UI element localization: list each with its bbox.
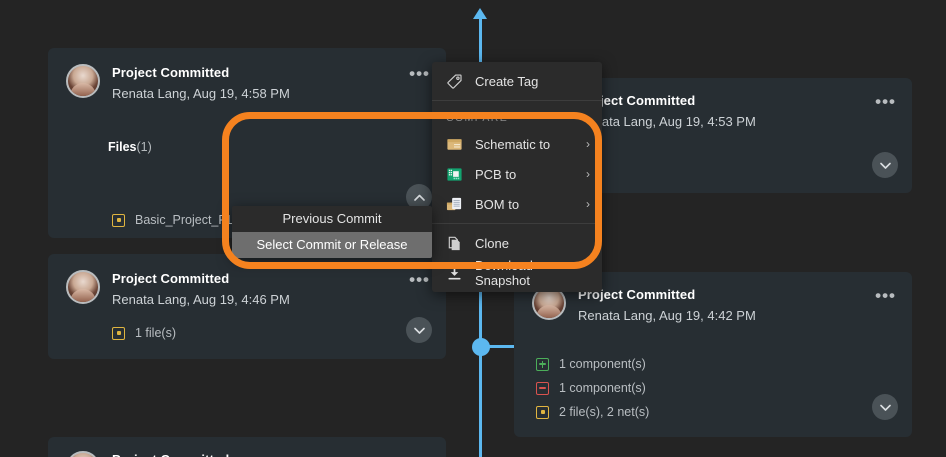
menu-item-create-tag[interactable]: Create Tag — [432, 66, 602, 96]
expand-button-442[interactable] — [872, 394, 898, 420]
download-icon — [448, 266, 461, 280]
menu-item-download-snapshot[interactable]: Download Snapshot — [432, 258, 602, 288]
summary-removed-text: 1 component(s) — [559, 381, 646, 395]
commit-card-header: Project Committed — [66, 451, 229, 457]
compare-target-submenu[interactable]: Previous Commit Select Commit or Release — [232, 206, 432, 258]
component-added-icon — [536, 357, 549, 371]
file-doc-icon — [112, 326, 125, 340]
files-count: (1) — [136, 140, 152, 154]
summary-removed-row: 1 component(s) — [536, 381, 646, 395]
chevron-down-icon — [879, 404, 891, 411]
commit-title: Project Committed — [112, 65, 230, 80]
submenu-item-select-commit-or-release[interactable]: Select Commit or Release — [232, 232, 432, 258]
commit-title: Project Committed — [578, 93, 696, 108]
timeline-node-dot[interactable] — [472, 338, 490, 356]
clone-icon — [448, 236, 460, 250]
commit-card-442[interactable]: Project Committed Renata Lang, Aug 19, 4… — [514, 272, 912, 437]
more-options-icon[interactable]: ••• — [875, 286, 896, 305]
timeline-arrow-icon — [473, 8, 487, 19]
menu-label: PCB to — [475, 166, 517, 182]
menu-label: Download Snapshot — [475, 258, 533, 288]
commit-subtitle: Renata Lang, Aug 19, 4:46 PM — [112, 292, 290, 307]
menu-label: Clone — [475, 235, 509, 251]
collapse-button-458[interactable] — [406, 184, 432, 210]
summary-added-text: 1 component(s) — [559, 357, 646, 371]
commit-card-header: Project Committed Renata Lang, Aug 19, 4… — [532, 286, 756, 326]
timeline-connector — [488, 345, 530, 348]
chevron-up-icon — [413, 194, 425, 201]
chevron-down-icon — [413, 327, 425, 334]
summary-files-row: 2 file(s), 2 net(s) — [536, 405, 649, 419]
chevron-right-icon: › — [586, 137, 590, 151]
submenu-item-previous-commit[interactable]: Previous Commit — [282, 211, 382, 226]
pcb-file-icon — [447, 167, 462, 181]
commit-title: Project Committed — [112, 451, 229, 457]
commit-subtitle: Renata Lang, Aug 19, 4:58 PM — [112, 86, 290, 101]
avatar — [66, 270, 100, 304]
menu-separator — [432, 223, 602, 224]
chevron-right-icon: › — [586, 197, 590, 211]
summary-files-text: 1 file(s) — [135, 326, 176, 340]
bom-file-icon — [446, 197, 462, 210]
more-options-icon[interactable]: ••• — [409, 64, 430, 83]
summary-added-row: 1 component(s) — [536, 357, 646, 371]
component-removed-icon — [536, 381, 549, 395]
expand-button-453[interactable] — [872, 152, 898, 178]
chevron-right-icon: › — [586, 167, 590, 181]
commit-card-446[interactable]: Project Committed Renata Lang, Aug 19, 4… — [48, 254, 446, 359]
commit-card-partial[interactable]: Project Committed — [48, 437, 446, 457]
menu-label: BOM to — [475, 196, 520, 212]
commit-card-header: Project Committed Renata Lang, Aug 19, 4… — [66, 64, 290, 104]
menu-label: Schematic to — [475, 136, 551, 152]
menu-item-schematic-to[interactable]: Schematic to › — [432, 129, 602, 159]
tag-icon — [447, 74, 462, 89]
menu-group-compare: COMPARE — [446, 112, 509, 124]
chevron-down-icon — [879, 162, 891, 169]
menu-item-clone[interactable]: Clone — [432, 228, 602, 258]
schematic-file-icon — [447, 138, 462, 150]
files-section-label: Files(1) — [108, 140, 152, 154]
file-doc-icon — [536, 405, 549, 419]
files-word: Files — [108, 140, 137, 154]
commit-title: Project Committed — [112, 271, 230, 286]
menu-label: Create Tag — [475, 73, 539, 89]
file-doc-icon — [112, 213, 125, 227]
avatar — [66, 64, 100, 98]
more-options-icon[interactable]: ••• — [409, 270, 430, 289]
summary-files-text: 2 file(s), 2 net(s) — [559, 405, 650, 419]
menu-separator — [432, 100, 602, 101]
avatar — [66, 451, 100, 457]
commit-title: Project Committed — [578, 287, 696, 302]
commit-context-menu[interactable]: Create Tag COMPARE Schematic to › — [432, 62, 602, 292]
summary-files-row: 1 file(s) — [112, 326, 176, 340]
commit-subtitle: Renata Lang, Aug 19, 4:42 PM — [578, 308, 756, 323]
commit-subtitle: Renata Lang, Aug 19, 4:53 PM — [578, 114, 756, 129]
menu-item-pcb-to[interactable]: PCB to › — [432, 159, 602, 189]
menu-item-bom-to[interactable]: BOM to › — [432, 189, 602, 219]
expand-button-446[interactable] — [406, 317, 432, 343]
more-options-icon[interactable]: ••• — [875, 92, 896, 111]
commit-card-header: Project Committed Renata Lang, Aug 19, 4… — [66, 270, 290, 310]
